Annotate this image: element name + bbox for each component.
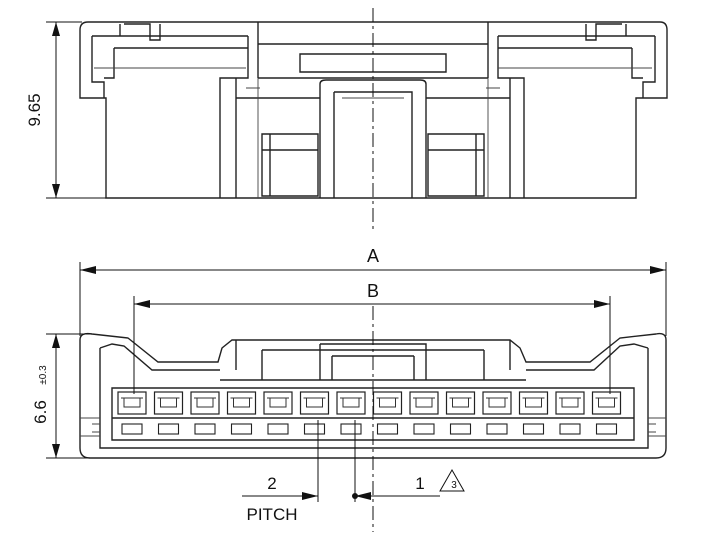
terminal-cavity — [372, 391, 403, 435]
terminal-cavity — [445, 391, 476, 435]
dimension-height-bottom: 6.6 ±0.3 — [31, 333, 92, 459]
side-view-lock-frame — [235, 78, 511, 198]
note-reference-triangle — [439, 468, 465, 492]
front-view-side-tabs — [80, 417, 666, 437]
side-view-left-latch — [91, 23, 249, 198]
side-view-rib-left — [261, 133, 319, 197]
terminal-cavity — [226, 391, 257, 435]
dim-height-bottom-tolerance: ±0.3 — [38, 365, 49, 385]
terminal-cavity — [336, 391, 366, 435]
dim-height-bottom-label: 6.6 — [31, 400, 50, 424]
side-view-detail-lines — [94, 67, 652, 198]
dimension-pitch: 2 1 PITCH 3 — [242, 420, 465, 524]
side-view-rib-right — [427, 133, 485, 197]
dimension-overall-width: A — [79, 246, 667, 336]
dimension-height-top: 9.65 — [25, 21, 106, 199]
note-reference-number: 3 — [451, 480, 457, 491]
pitch-label: PITCH — [247, 505, 298, 524]
terminal-cavity — [153, 391, 184, 435]
terminal-cavity — [117, 391, 147, 435]
side-view-outline — [79, 21, 668, 199]
terminal-cavities — [117, 391, 622, 435]
side-view — [79, 21, 668, 199]
terminal-cavity — [591, 391, 622, 435]
dim-height-top-label: 9.65 — [25, 93, 44, 126]
terminal-cavity — [263, 391, 293, 435]
dimension-terminal-span: B — [133, 281, 611, 394]
dim-overall-width-label: A — [367, 246, 379, 266]
pin-number-left: 2 — [267, 474, 276, 493]
terminal-cavity — [518, 391, 549, 435]
terminal-cavity — [482, 391, 512, 435]
dim-terminal-span-label: B — [367, 281, 379, 301]
terminal-cavity — [190, 391, 220, 435]
front-view-inner-outline — [99, 343, 649, 449]
pin-number-right: 1 — [415, 474, 424, 493]
side-view-right-latch — [497, 23, 656, 198]
terminal-cavity — [299, 391, 330, 435]
terminal-cavity — [409, 391, 439, 435]
terminal-cavity — [555, 391, 585, 435]
